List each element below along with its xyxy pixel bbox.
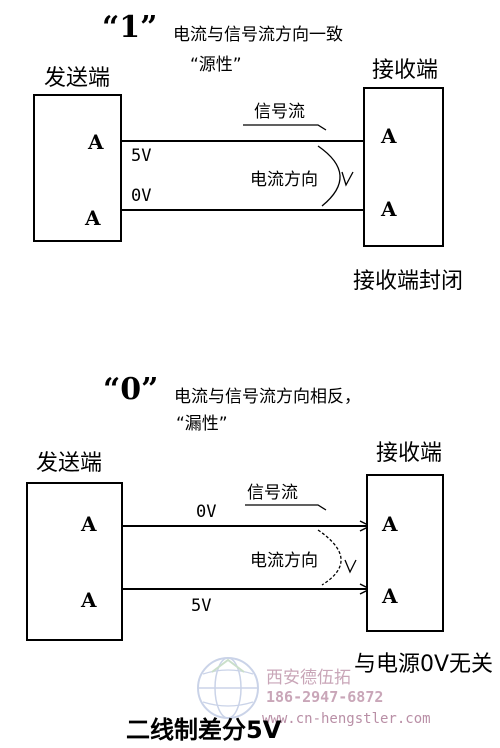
top-heading-quote: “1” [102,10,158,45]
bottom-sender-box [26,482,123,641]
top-heading-text: 电流与信号流方向一致 [173,25,343,45]
watermark-url: www.cn-hengstler.com [262,711,431,727]
watermark-phone: 186-2947-6872 [266,688,384,706]
top-receiver-label: 接收端 [372,58,439,83]
top-heading-sub: “源性” [190,55,242,75]
top-recv-pin-a: A [381,124,397,148]
bottom-receiver-label: 接收端 [376,441,443,466]
top-receiver-closed-label: 接收端封闭 [353,269,464,294]
bottom-recv-pin-abar: A [382,584,398,608]
bottom-current-curve [317,529,342,586]
bottom-current-arrowhead [344,559,357,574]
top-sender-label: 发送端 [44,66,111,91]
top-receiver-box [363,87,444,247]
top-signal-arrow [243,124,327,131]
top-signal-flow-label: 信号流 [254,102,305,122]
top-sender-box [33,94,122,242]
bottom-voltage-a: 0V [196,502,217,522]
diagram-caption: 二线制差分5V [126,716,282,744]
bottom-sender-label: 发送端 [36,451,103,476]
bottom-heading-quote: “0” [103,372,159,407]
top-pin-a: A [88,130,104,154]
top-current-direction-label: 电流方向 [250,170,318,190]
bottom-voltage-abar: 5V [191,596,212,616]
bottom-signal-flow-label: 信号流 [247,483,298,503]
bottom-pin-a: A [81,512,97,536]
bottom-current-direction-label: 电流方向 [250,551,318,571]
bottom-signal-arrow [245,504,327,511]
bottom-heading-text: 电流与信号流方向相反， [174,387,361,407]
bottom-heading-sub: “漏性” [176,414,228,434]
top-pin-abar: A [85,206,101,230]
top-current-curve [317,145,341,207]
bottom-note-label: 与电源0V无关 [354,652,494,677]
bottom-recv-pin-a: A [382,512,398,536]
bottom-receiver-box [366,474,444,632]
bottom-pin-abar: A [81,588,97,612]
top-voltage-a: 5V [131,146,152,166]
top-recv-pin-abar: A [381,197,397,221]
top-voltage-abar: 0V [131,186,152,206]
top-current-arrowhead [341,171,354,187]
watermark-company: 西安德伍拓 [266,668,351,688]
watermark-logo-icon [197,657,259,719]
